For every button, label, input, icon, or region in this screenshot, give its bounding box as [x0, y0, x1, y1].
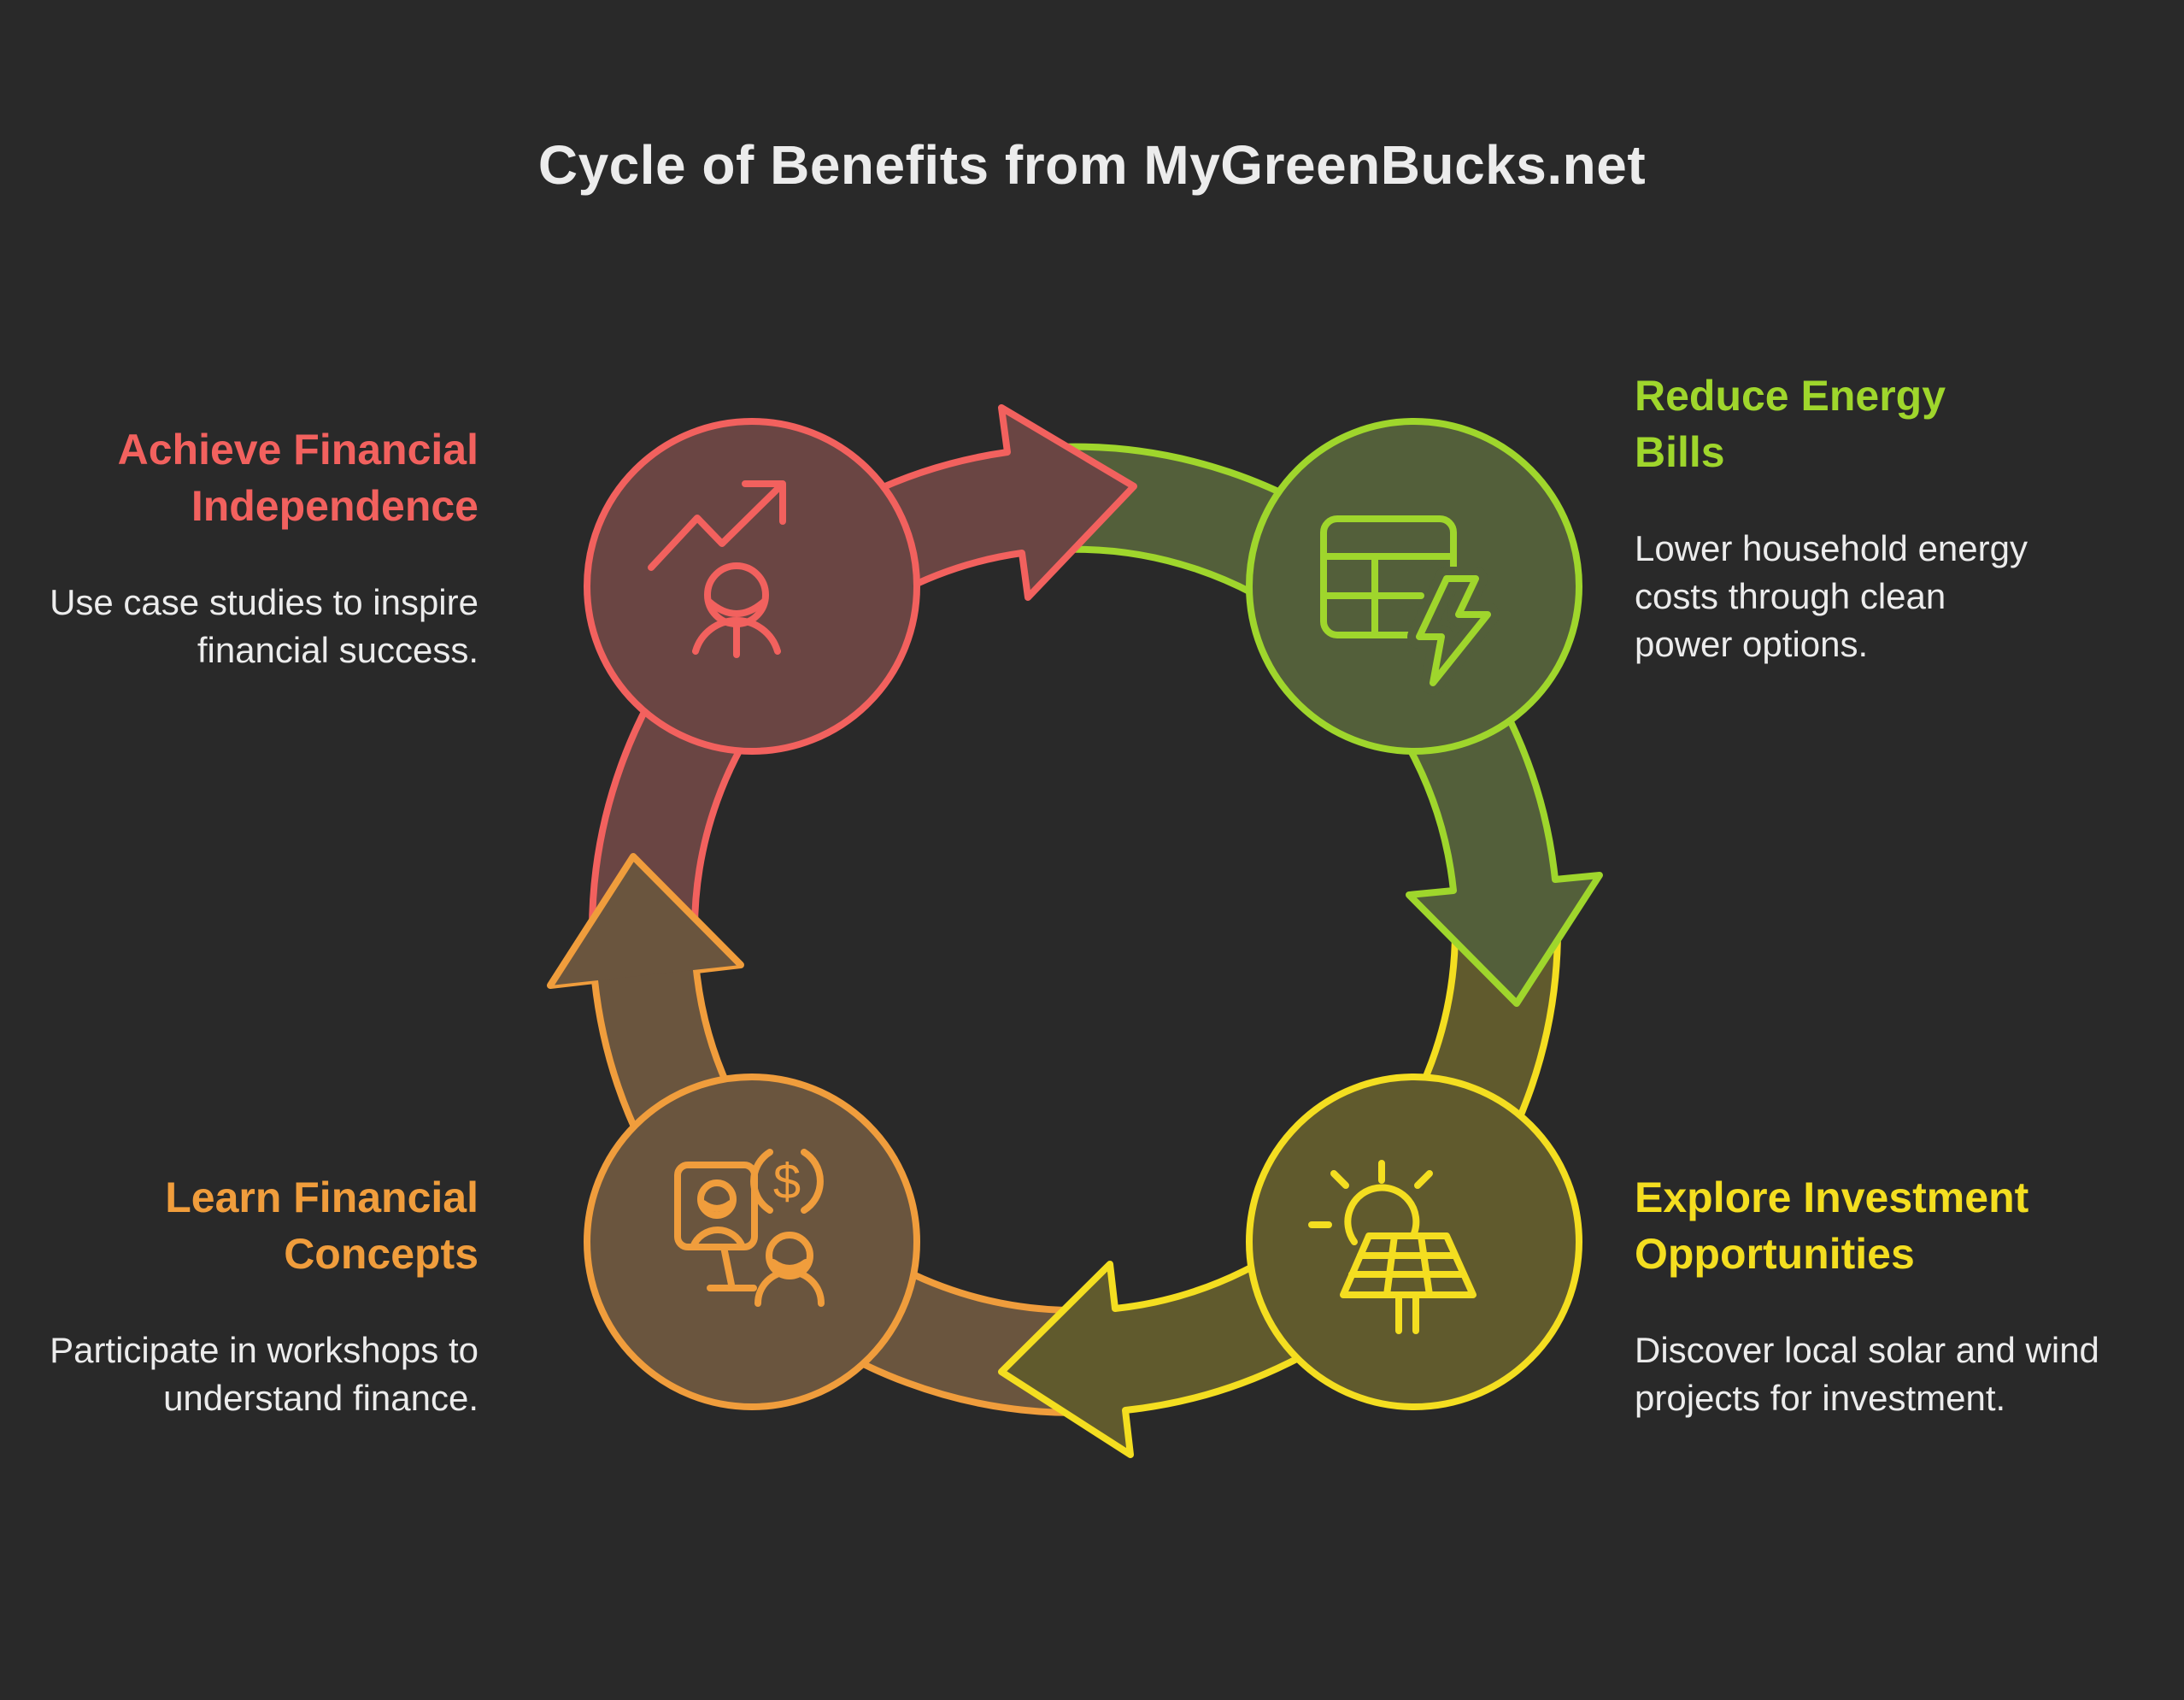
solar-panel-sun-icon [1308, 1160, 1477, 1334]
node-text-explore: Explore Investment Opportunities Discove… [1635, 1169, 2113, 1422]
node-circle-learn: $ [584, 1074, 920, 1410]
energy-usage-table-icon [1320, 515, 1500, 695]
node-text-learn: Learn Financial Concepts Participate in … [34, 1169, 478, 1422]
node-body-reduce: Lower household energy costs through cle… [1635, 528, 2028, 664]
node-heading-achieve: Achieve Financial Independence [117, 426, 478, 530]
node-text-achieve: Achieve Financial Independence Use case … [26, 421, 478, 674]
node-body-learn: Participate in workshops to understand f… [50, 1330, 478, 1418]
node-circle-achieve [584, 418, 920, 755]
page-title: Cycle of Benefits from MyGreenBucks.net [537, 134, 1647, 196]
arrowhead-learn-to-achieve [547, 853, 743, 988]
node-body-explore: Discover local solar and wind projects f… [1635, 1330, 2099, 1418]
node-circle-explore [1246, 1074, 1582, 1410]
online-workshop-money-icon: $ [674, 1149, 825, 1307]
node-body-achieve: Use case studies to inspire financial su… [50, 582, 478, 670]
node-circle-reduce [1246, 418, 1582, 755]
node-heading-explore: Explore Investment Opportunities [1635, 1174, 2029, 1278]
node-text-reduce: Reduce Energy Bills Lower household ener… [1635, 368, 2028, 668]
growth-trend-person-icon [648, 480, 786, 658]
node-heading-learn: Learn Financial Concepts [165, 1174, 478, 1278]
dollar-sign-glyph: $ [773, 1154, 801, 1209]
node-heading-reduce: Reduce Energy Bills [1635, 372, 1946, 476]
